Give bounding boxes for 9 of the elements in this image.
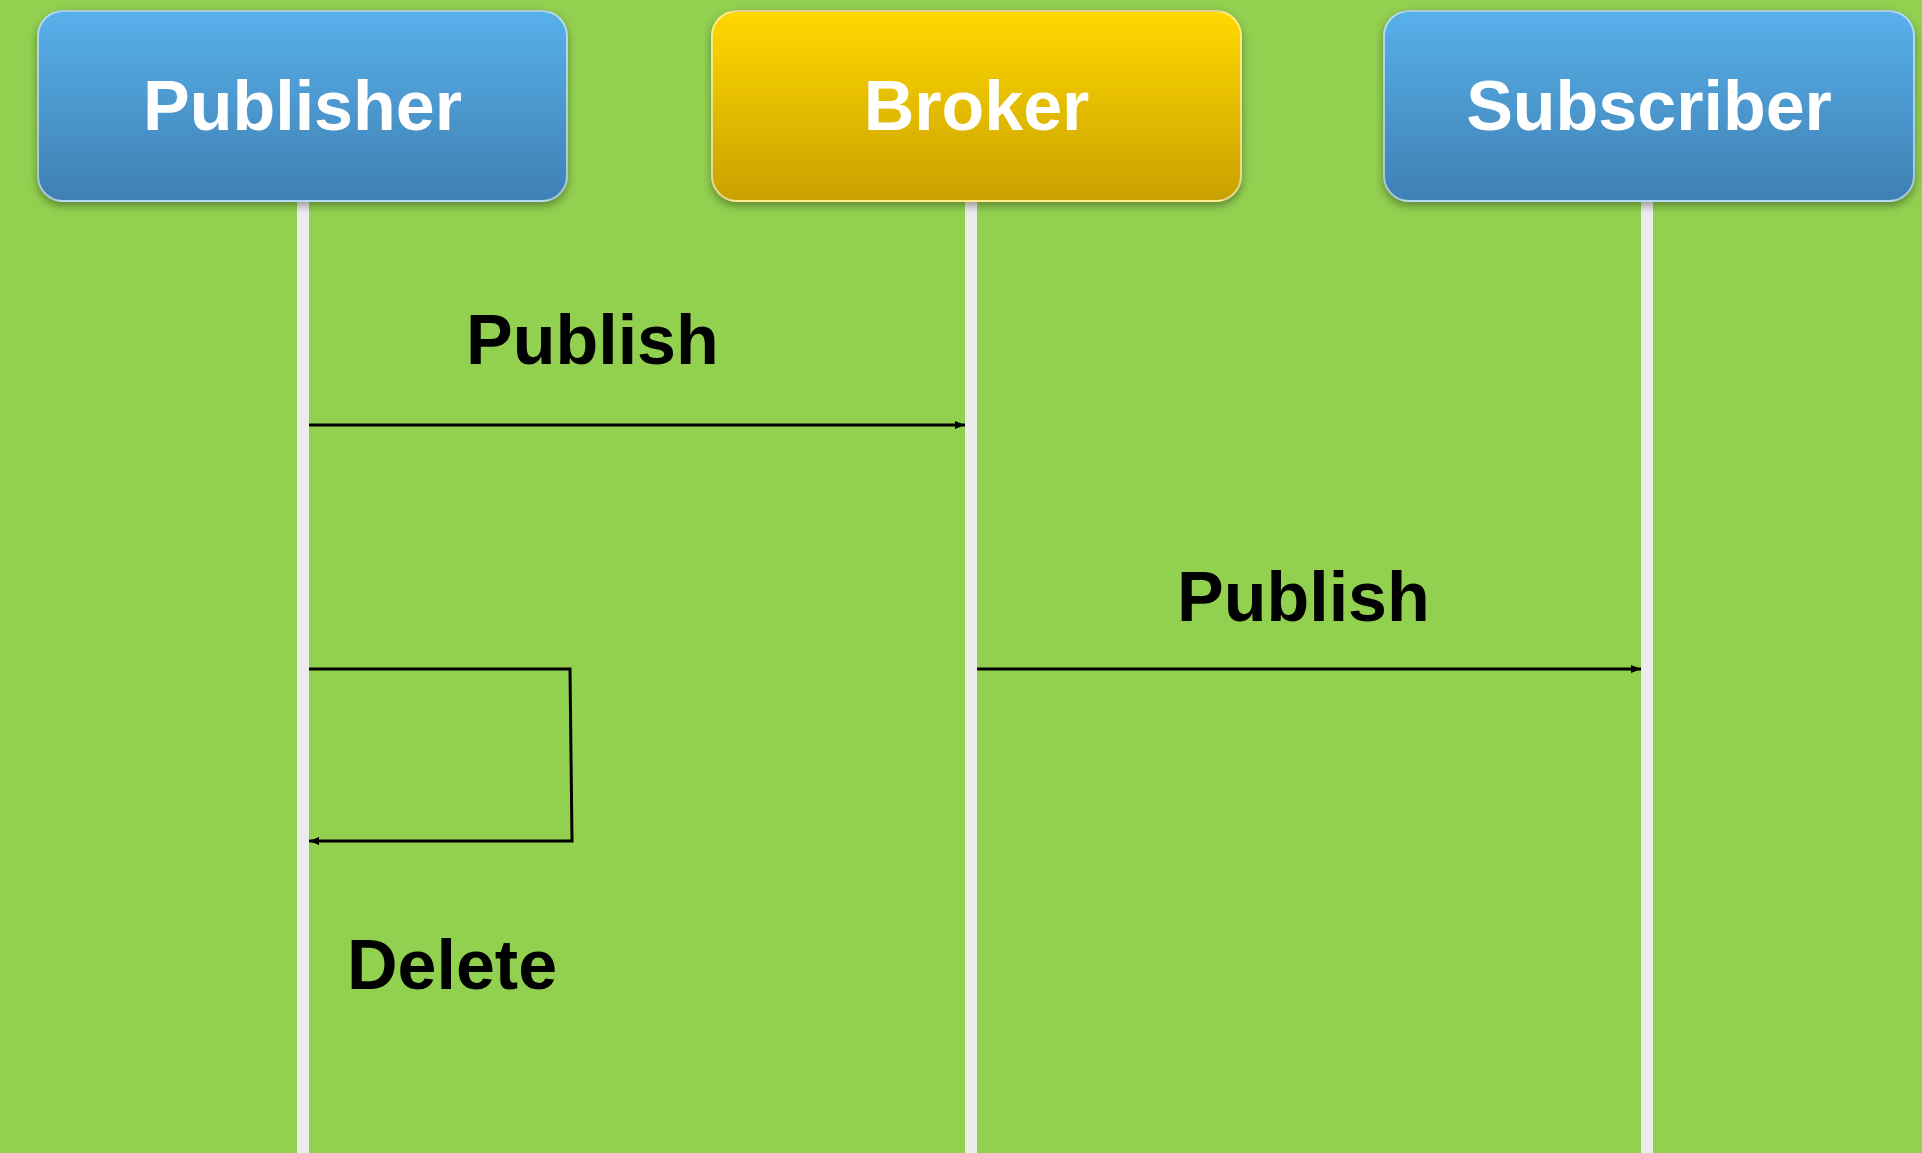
message-label: Delete (347, 925, 558, 1005)
message-label: Publish (466, 300, 719, 380)
message-arrow (977, 665, 1641, 673)
participant-name: Publisher (143, 66, 462, 146)
participant-name: Subscriber (1466, 66, 1832, 146)
message-label: Publish (1177, 557, 1430, 637)
self-message-arrow (309, 667, 574, 845)
participant-name: Broker (863, 66, 1090, 146)
message-arrow (309, 421, 965, 429)
